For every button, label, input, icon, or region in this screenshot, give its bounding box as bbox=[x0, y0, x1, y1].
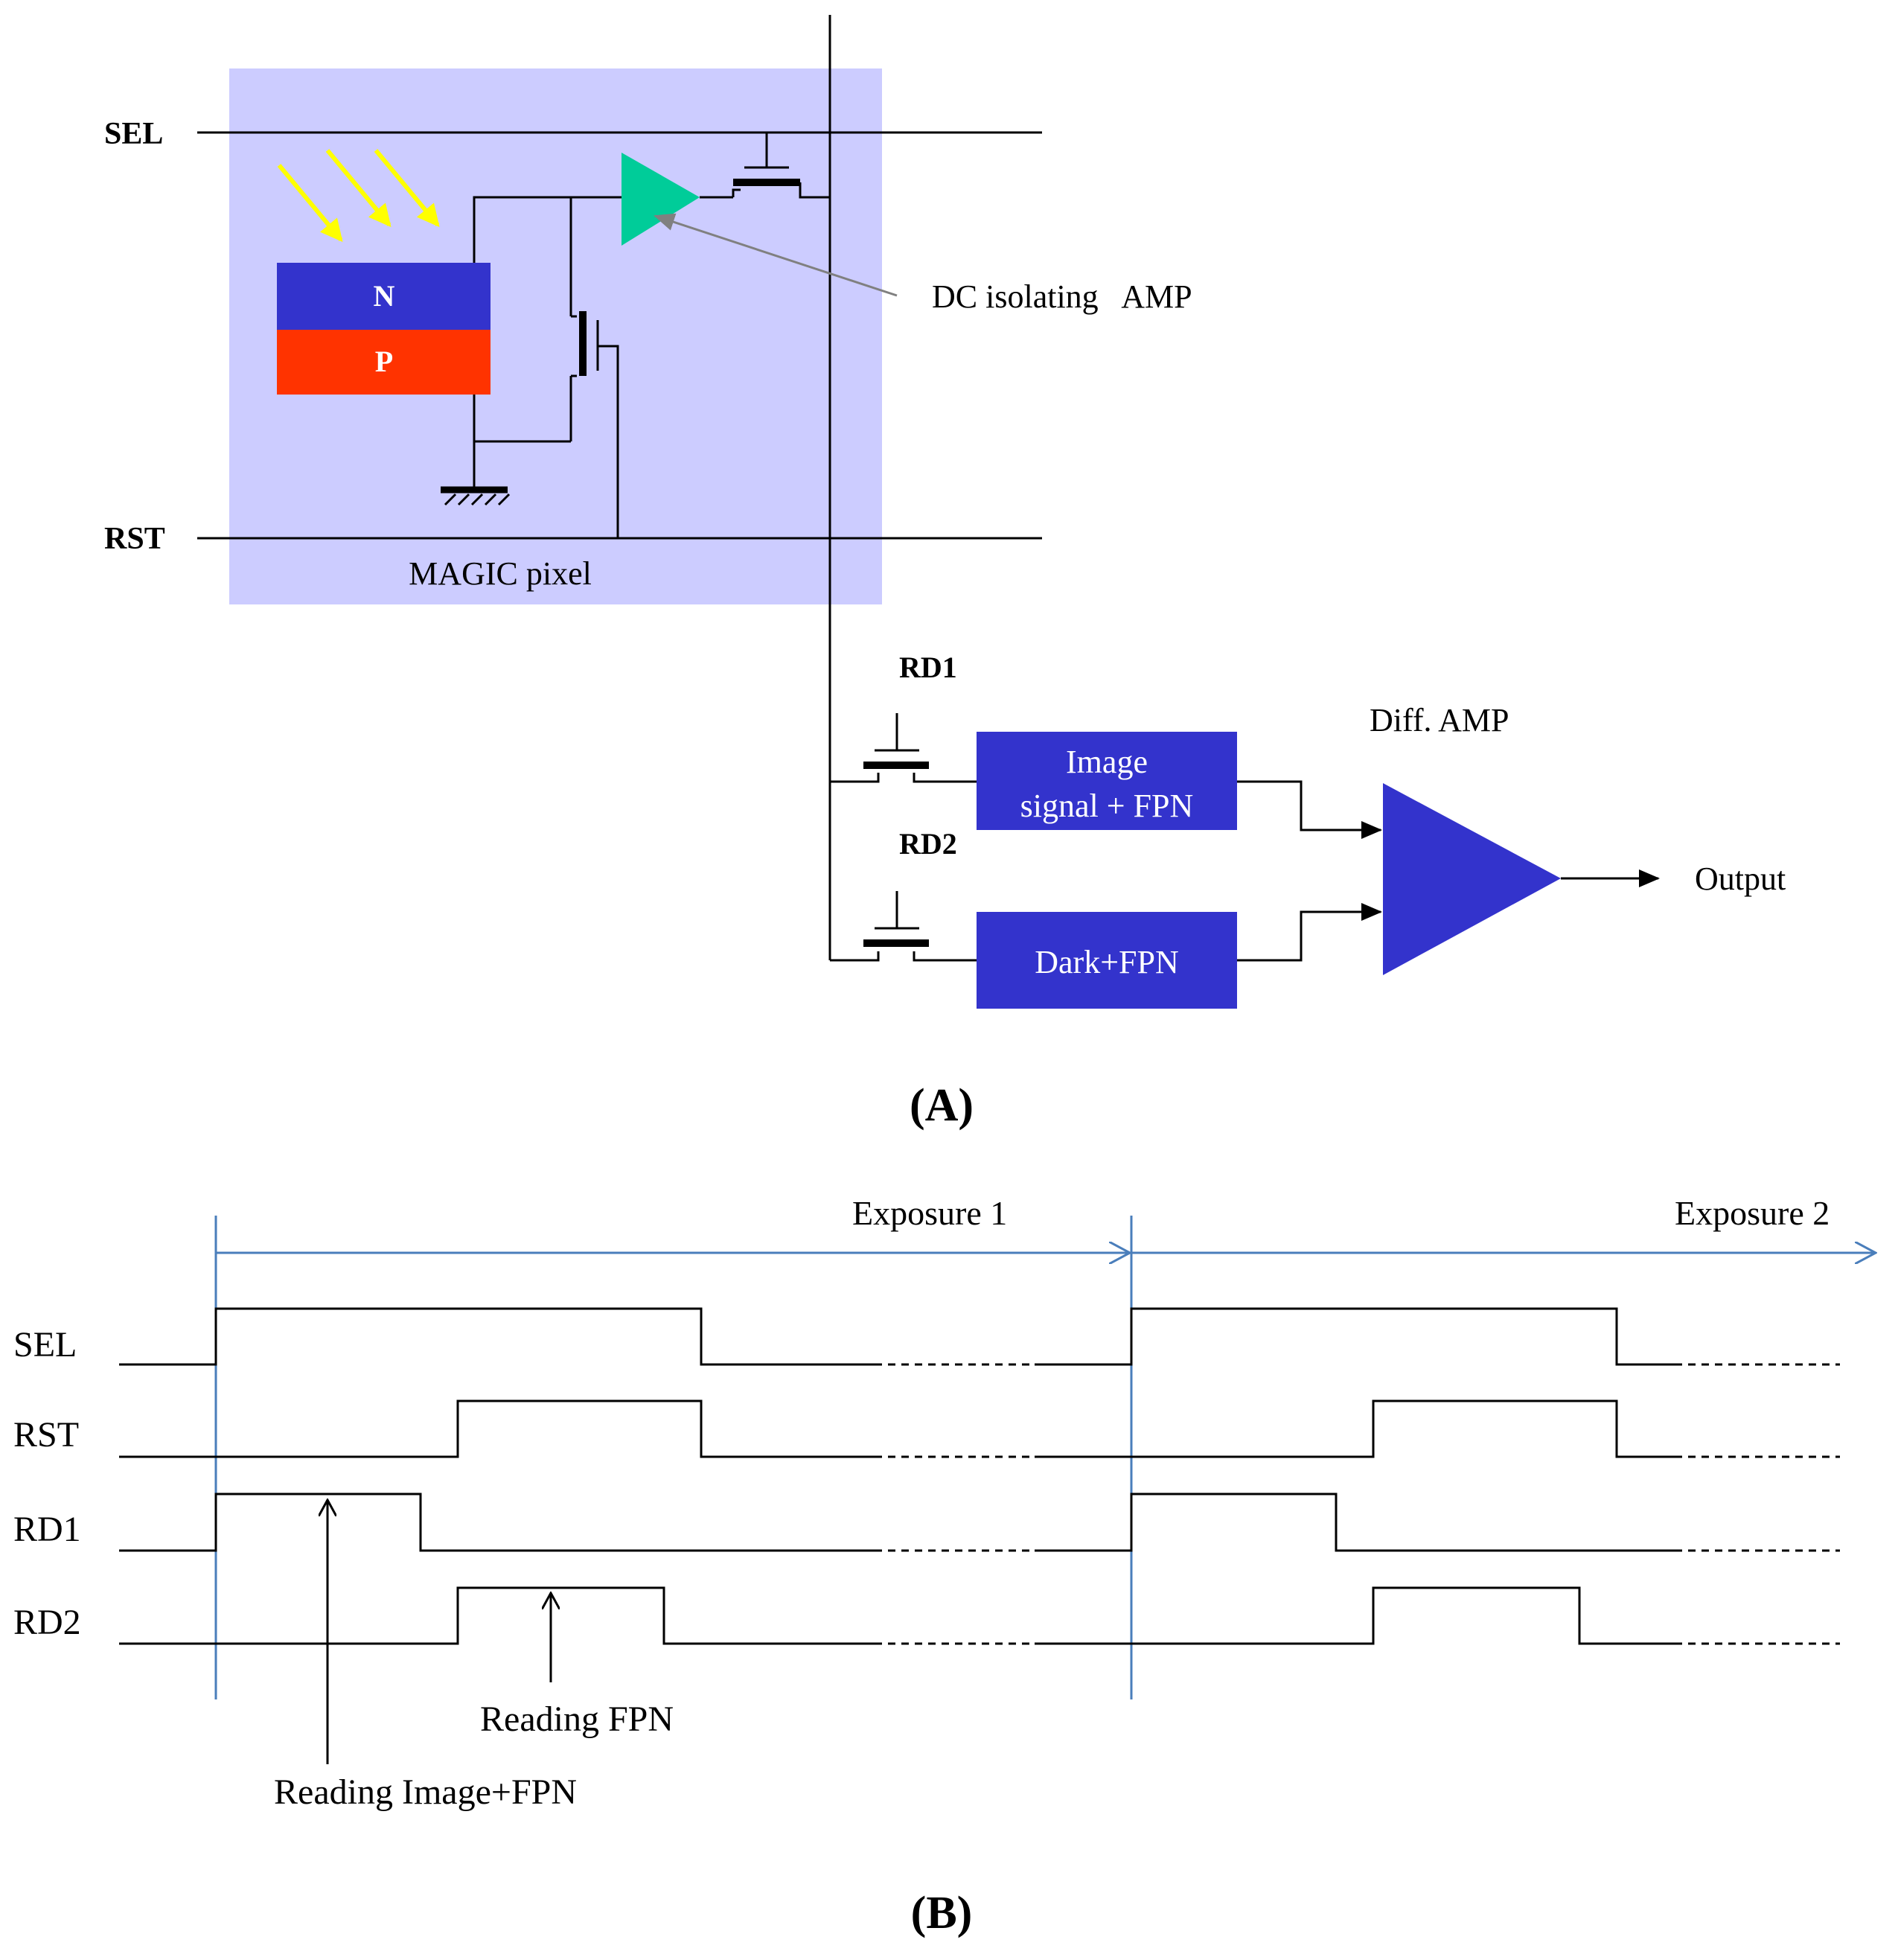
signal-label-rd1: RD1 bbox=[13, 1510, 81, 1549]
waveform-rd1 bbox=[119, 1493, 875, 1552]
signal-label-rd2: RD2 bbox=[13, 1603, 81, 1642]
dc-amp-pointer bbox=[654, 213, 898, 297]
dc-isolating-amp-icon bbox=[622, 153, 700, 246]
magic-pixel-label: MAGIC pixel bbox=[409, 555, 592, 592]
rd2-label: RD2 bbox=[899, 827, 957, 861]
signal-label-sel: SEL bbox=[13, 1325, 77, 1364]
dark-fpn-box bbox=[977, 912, 1237, 1009]
panel-b: Exposure 1 Exposure 2 SEL RST RD1 RD2 Re… bbox=[13, 1194, 1876, 1938]
p-label: P bbox=[375, 345, 393, 378]
sel-rail-label: SEL bbox=[104, 117, 163, 151]
rd1-label: RD1 bbox=[899, 651, 957, 684]
reset-transistor-icon bbox=[571, 311, 619, 538]
rd2-transistor-icon bbox=[830, 891, 977, 962]
dark-box-label: Dark+FPN bbox=[1035, 944, 1179, 980]
exposure1-label: Exposure 1 bbox=[852, 1194, 1007, 1232]
light-arrows-icon bbox=[277, 149, 440, 243]
p-region bbox=[277, 330, 491, 395]
reading-image-label: Reading Image+FPN bbox=[274, 1772, 577, 1812]
rst-rail-label: RST bbox=[104, 522, 165, 556]
panel-b-caption: (B) bbox=[911, 1888, 973, 1938]
panel-a-caption: (A) bbox=[910, 1080, 974, 1131]
image-box-line1: Image bbox=[1066, 744, 1148, 780]
panel-a: SEL RST N P bbox=[104, 15, 1786, 1131]
dc-amp-label: DC isolating AMP bbox=[932, 278, 1192, 315]
diff-amp-label: Diff. AMP bbox=[1370, 702, 1509, 738]
waveform-rst bbox=[119, 1399, 875, 1458]
select-transistor-icon bbox=[732, 133, 830, 199]
waveform-rd2 bbox=[119, 1586, 875, 1645]
exposure2-label: Exposure 2 bbox=[1675, 1194, 1830, 1232]
diff-amp-icon bbox=[1383, 783, 1561, 975]
waveform-sel bbox=[119, 1307, 875, 1366]
signal-label-rst: RST bbox=[13, 1415, 79, 1455]
n-region bbox=[277, 263, 491, 330]
image-box-line2: signal + FPN bbox=[1020, 788, 1194, 824]
ground-icon bbox=[441, 486, 511, 506]
n-label: N bbox=[374, 279, 395, 313]
rd1-transistor-icon bbox=[830, 713, 977, 783]
reading-fpn-label: Reading FPN bbox=[480, 1699, 674, 1739]
output-label: Output bbox=[1695, 861, 1786, 897]
image-signal-box bbox=[977, 732, 1237, 830]
